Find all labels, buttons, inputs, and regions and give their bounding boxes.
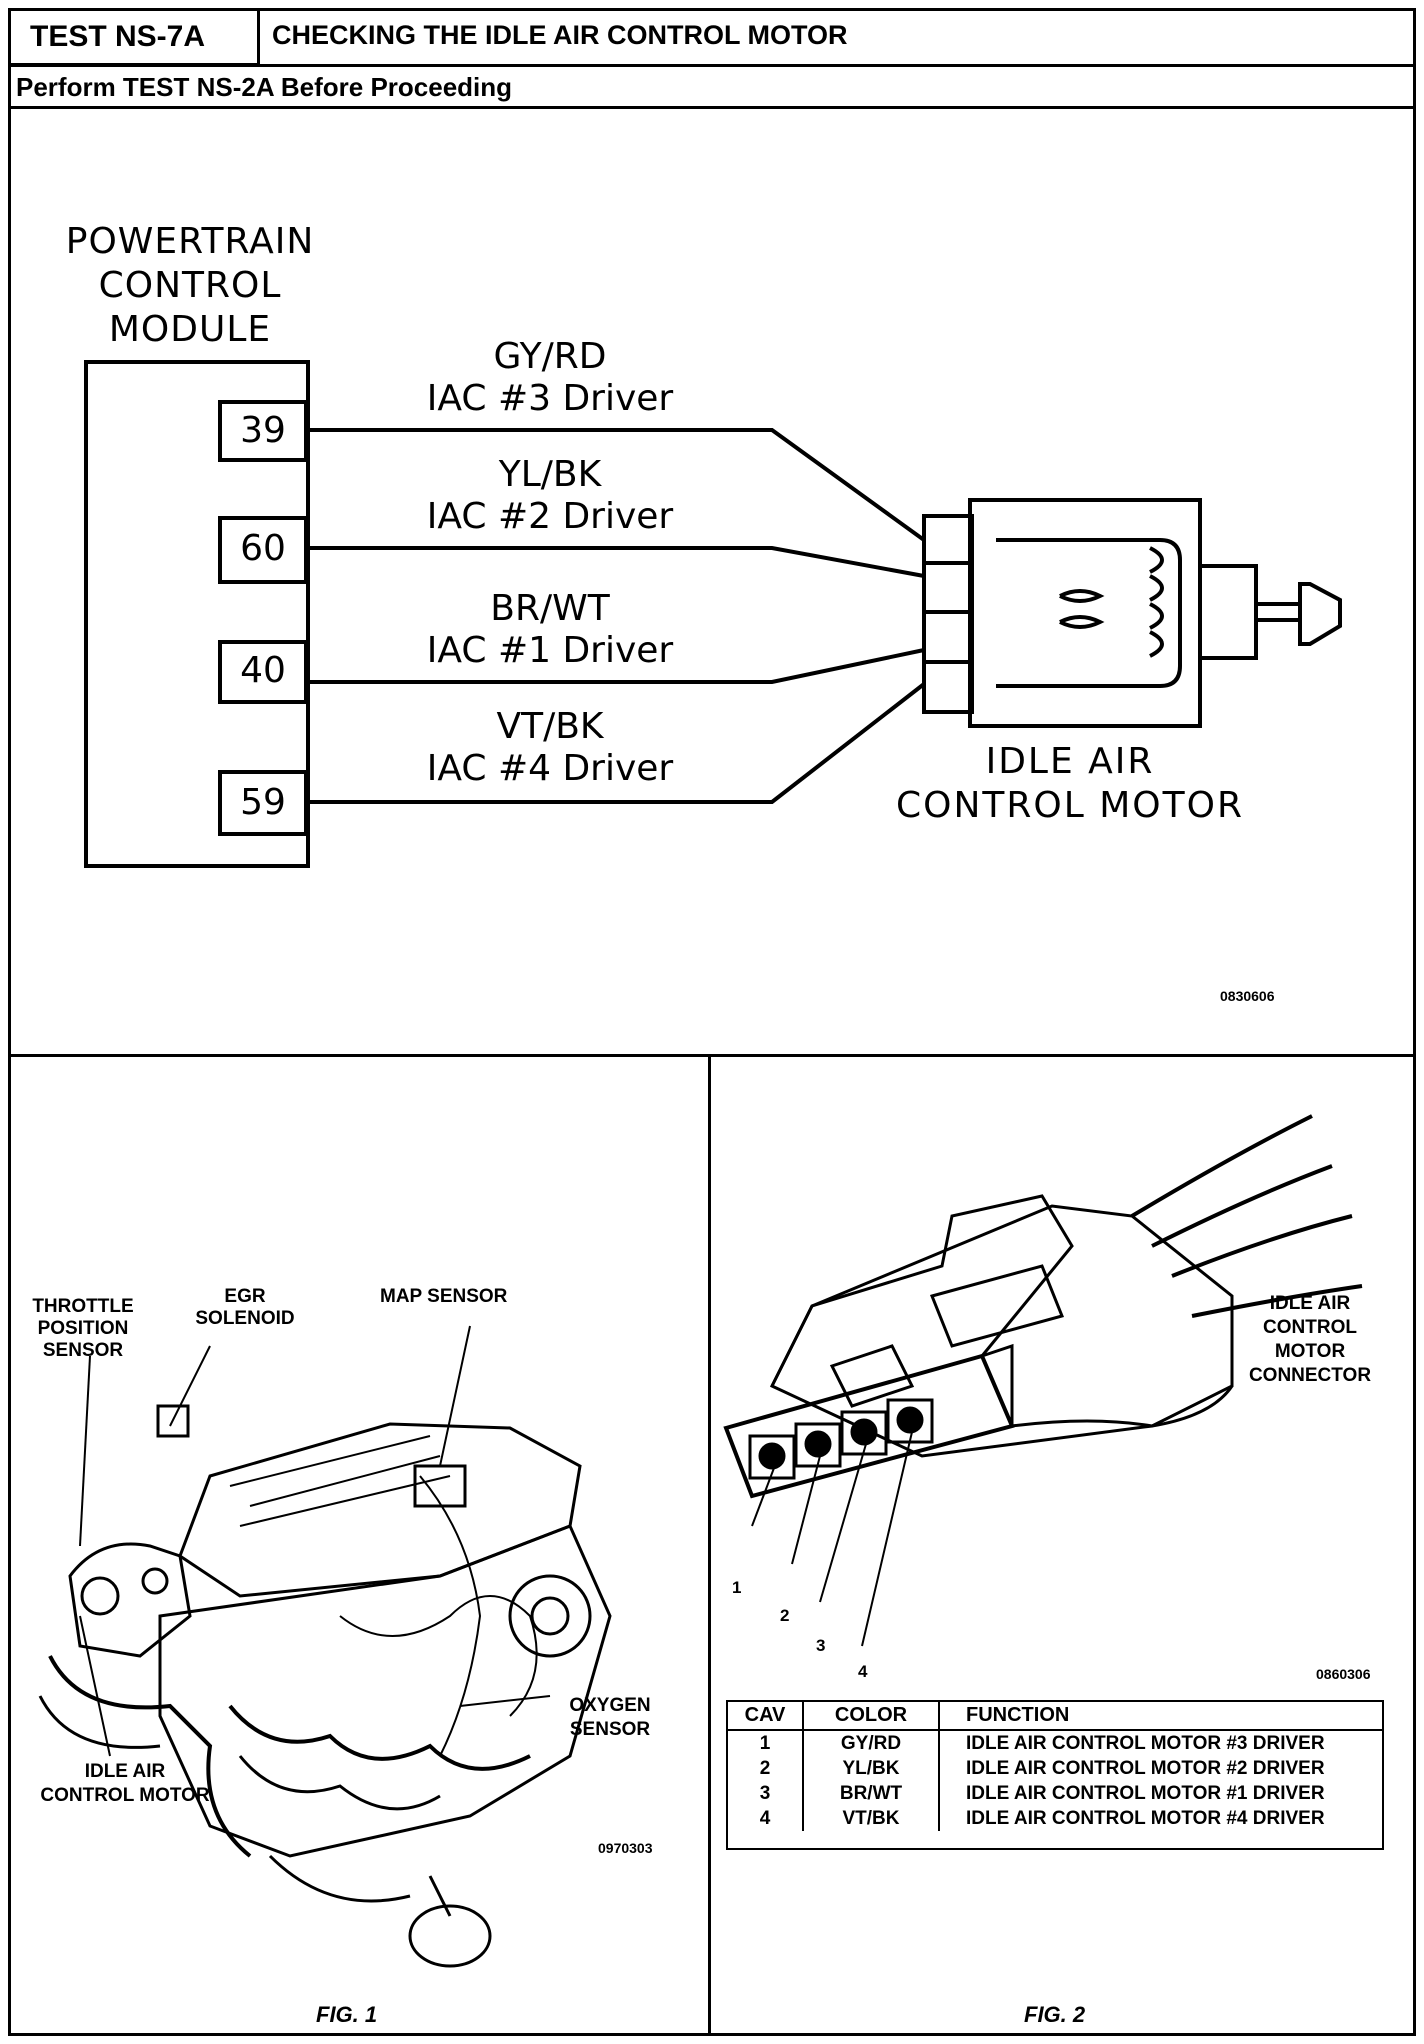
cell-cav: 2	[728, 1756, 804, 1781]
wire-vt-bk	[308, 682, 926, 804]
cell-cav: 4	[728, 1806, 804, 1831]
cavity-number-2: 2	[780, 1606, 790, 1625]
table-row: 2 YL/BK IDLE AIR CONTROL MOTOR #2 DRIVER	[728, 1756, 1382, 1781]
module-label: POWERTRAIN CONTROL MODULE	[40, 220, 340, 352]
pin-number-59: 59	[240, 782, 286, 823]
iac-housing	[968, 498, 1202, 728]
fig2-figure-code: 0860306	[1316, 1666, 1371, 1682]
module-label-line-1: POWERTRAIN	[65, 221, 315, 262]
table-row: 1 GY/RD IDLE AIR CONTROL MOTOR #3 DRIVER	[728, 1730, 1382, 1756]
cavity-number-1: 1	[732, 1578, 742, 1597]
wire-gy-rd	[308, 428, 926, 542]
wire-function-2: IAC #2 Driver	[426, 496, 674, 537]
pinout-table-wrapper: CAV COLOR FUNCTION 1 GY/RD IDLE AIR CONT…	[726, 1700, 1384, 1850]
schematic-diagram	[84, 360, 1342, 868]
engine-illustration	[38, 1325, 612, 1968]
label-connector-line-3: MOTOR	[1274, 1341, 1346, 1362]
cell-function: IDLE AIR CONTROL MOTOR #3 DRIVER	[966, 1733, 1325, 1754]
cell-color: BR/WT	[803, 1781, 940, 1806]
cell-color: GY/RD	[803, 1730, 940, 1756]
page-frame	[8, 8, 1416, 2036]
iac-pintle-tip	[1298, 582, 1342, 646]
wire-color-1: GY/RD	[493, 336, 607, 377]
label-connector: IDLE AIR CONTROL MOTOR CONNECTOR	[1246, 1292, 1374, 1388]
pinout-header-row: CAV COLOR FUNCTION	[728, 1702, 1382, 1731]
wire-label-2: YL/BK IAC #2 Driver	[380, 454, 720, 538]
label-idle-air-control-motor: IDLE AIR CONTROL MOTOR	[20, 1760, 230, 1808]
label-connector-line-4: CONNECTOR	[1248, 1365, 1372, 1386]
pin-number-60: 60	[240, 528, 286, 569]
wire-label-1: GY/RD IAC #3 Driver	[380, 336, 720, 420]
label-map-sensor: MAP SENSOR	[380, 1286, 508, 1307]
label-egr-line-2: SOLENOID	[195, 1308, 295, 1329]
label-connector-line-1: IDLE AIR	[1269, 1293, 1351, 1314]
label-throttle-position-sensor: THROTTLE POSITION SENSOR	[18, 1296, 148, 1362]
label-egr-line-1: EGR	[224, 1286, 266, 1307]
wire-function-1: IAC #3 Driver	[426, 378, 674, 419]
wire-color-3: BR/WT	[490, 588, 610, 629]
label-throttle-line-3: SENSOR	[42, 1340, 124, 1361]
fig2-caption: FIG. 2	[1024, 2002, 1086, 2027]
label-oxygen-line-1: OXYGEN	[569, 1695, 651, 1716]
label-iac-line-2: CONTROL MOTOR	[40, 1785, 210, 1806]
motor-label-line-2: CONTROL MOTOR	[896, 785, 1244, 826]
header-function: FUNCTION	[939, 1702, 1382, 1731]
label-oxygen-sensor: OXYGEN SENSOR	[550, 1694, 670, 1742]
label-throttle-line-2: POSITION	[37, 1318, 129, 1339]
wire-function-4: IAC #4 Driver	[426, 748, 674, 789]
label-throttle-line-1: THROTTLE	[32, 1296, 134, 1317]
header-color: COLOR	[803, 1702, 940, 1731]
table-row: 4 VT/BK IDLE AIR CONTROL MOTOR #4 DRIVER	[728, 1806, 1382, 1831]
pinout-table: CAV COLOR FUNCTION 1 GY/RD IDLE AIR CONT…	[728, 1702, 1382, 1831]
schematic-figure-code: 0830606	[1220, 988, 1275, 1004]
test-id: TEST NS-7A	[30, 20, 206, 53]
pin-box-59	[218, 770, 308, 836]
cell-color: VT/BK	[803, 1806, 940, 1831]
subtitle-divider	[8, 106, 1416, 109]
wire-label-3: BR/WT IAC #1 Driver	[380, 588, 720, 672]
wire-label-4: VT/BK IAC #4 Driver	[380, 706, 720, 790]
cell-cav: 3	[728, 1781, 804, 1806]
module-label-line-3: MODULE	[108, 309, 272, 350]
fig1-caption: FIG. 1	[316, 2002, 378, 2027]
wire-function-3: IAC #1 Driver	[426, 630, 674, 671]
label-iac-line-1: IDLE AIR	[84, 1761, 166, 1782]
wire-color-4: VT/BK	[496, 706, 604, 747]
pin-box-40	[218, 640, 308, 704]
cavity-number-4: 4	[858, 1662, 868, 1681]
wire-br-wt	[308, 648, 925, 684]
label-egr-solenoid: EGR SOLENOID	[180, 1286, 310, 1330]
header-cav: CAV	[728, 1702, 804, 1731]
label-oxygen-line-2: SENSOR	[569, 1719, 651, 1740]
wire-color-2: YL/BK	[498, 454, 602, 495]
wire-yl-bk	[308, 546, 925, 578]
cell-function: IDLE AIR CONTROL MOTOR #1 DRIVER	[966, 1783, 1325, 1804]
header-divider	[8, 64, 1416, 67]
schematic-divider	[8, 1054, 1416, 1057]
page-subtitle: Perform TEST NS-2A Before Proceeding	[16, 72, 513, 102]
pin-number-40: 40	[240, 650, 286, 691]
fig1-figure-code: 0970303	[598, 1840, 653, 1856]
iac-coil	[996, 538, 1182, 688]
pin-box-39	[218, 400, 308, 462]
cell-function: IDLE AIR CONTROL MOTOR #4 DRIVER	[966, 1808, 1325, 1829]
cell-cav: 1	[728, 1730, 804, 1756]
iac-pintle-housing	[1198, 564, 1258, 660]
motor-label-line-1: IDLE AIR	[985, 741, 1155, 782]
pcm-box	[84, 360, 310, 868]
figures-divider	[708, 1054, 711, 2036]
table-row: 3 BR/WT IDLE AIR CONTROL MOTOR #1 DRIVER	[728, 1781, 1382, 1806]
module-label-line-2: CONTROL	[98, 265, 282, 306]
cell-color: YL/BK	[803, 1756, 940, 1781]
cell-function: IDLE AIR CONTROL MOTOR #2 DRIVER	[966, 1758, 1325, 1779]
label-connector-line-2: CONTROL	[1263, 1317, 1357, 1338]
pin-box-60	[218, 516, 308, 584]
pin-number-39: 39	[240, 410, 286, 451]
cavity-number-3: 3	[816, 1636, 826, 1655]
connector-illustration	[723, 1114, 1363, 1647]
page-title: CHECKING THE IDLE AIR CONTROL MOTOR	[272, 20, 848, 50]
motor-label: IDLE AIR CONTROL MOTOR	[880, 740, 1260, 828]
